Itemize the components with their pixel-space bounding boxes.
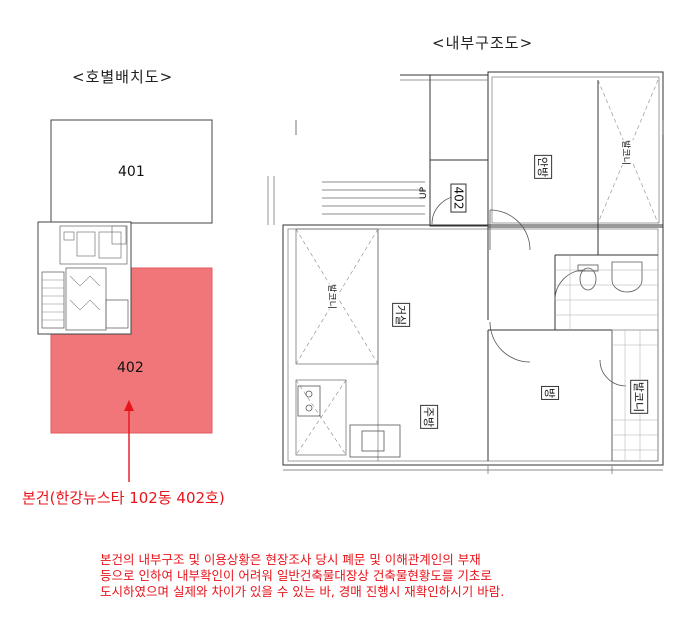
balcony-left-label: 발코니 bbox=[325, 284, 339, 309]
internal-unit-number: 402 bbox=[450, 183, 467, 213]
internal-plan-title: <내부구조도> bbox=[432, 34, 534, 52]
layout-plan-title: <호별배치도> bbox=[72, 68, 174, 86]
balcony-top-right-label: 발코니 bbox=[619, 140, 633, 165]
unit-402-label: 402 bbox=[117, 360, 144, 376]
room-bedroom: 방 bbox=[541, 385, 560, 401]
room-kitchen: 주방 bbox=[420, 404, 439, 430]
notice-line: 도시하였으며 실제와 차이가 있을 수 있는 바, 경매 진행시 재확인하시기 … bbox=[100, 584, 505, 599]
notice-text: 본건의 내부구조 및 이용상황은 현장조사 당시 폐문 및 이해관계인의 부재 … bbox=[100, 552, 660, 600]
balcony-right-label: 발코니 bbox=[630, 379, 649, 415]
subject-property-label: 본건(한강뉴스타 102동 402호) bbox=[22, 489, 225, 507]
unit-401-label: 401 bbox=[118, 164, 145, 180]
unit-401-block bbox=[50, 119, 213, 224]
notice-line: 등으로 인하여 내부확인이 어려워 일반건축물대장상 건축물현황도를 기초로 bbox=[100, 568, 492, 583]
room-living-room: 거실 bbox=[392, 302, 411, 328]
up-label: UP bbox=[419, 186, 430, 200]
room-master-bedroom: 안방 bbox=[534, 154, 553, 180]
core-stair-block bbox=[37, 221, 132, 335]
notice-line: 본건의 내부구조 및 이용상황은 현장조사 당시 폐문 및 이해관계인의 부재 bbox=[100, 552, 481, 567]
